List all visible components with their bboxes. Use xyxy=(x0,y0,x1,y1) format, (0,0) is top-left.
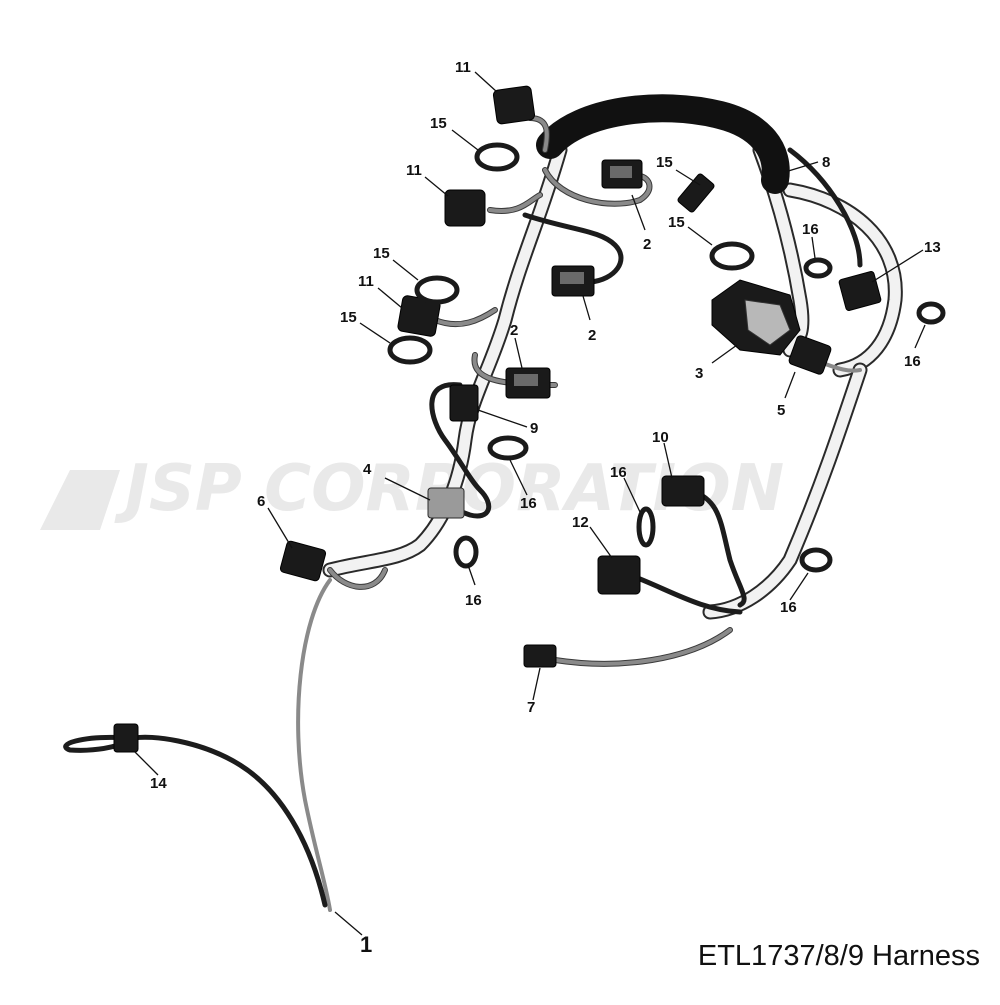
clip-16-e xyxy=(453,535,479,569)
connector-4 xyxy=(427,487,465,519)
callout-14: 14 xyxy=(150,775,167,792)
connector-7 xyxy=(523,644,557,668)
clip-16-a xyxy=(803,257,833,279)
branch-wires xyxy=(63,115,863,912)
callout-16-a: 16 xyxy=(802,221,819,238)
callout-15-a: 15 xyxy=(430,115,447,132)
clip-16-f xyxy=(799,547,833,573)
callout-5: 5 xyxy=(777,402,785,419)
watermark-logo-icon xyxy=(40,470,120,530)
callout-15-d: 15 xyxy=(656,154,673,171)
connector-11-mid xyxy=(444,189,486,227)
callout-16-d: 16 xyxy=(610,464,627,481)
callout-4: 4 xyxy=(363,461,372,478)
clip-16-b xyxy=(916,301,946,325)
clip-16-c xyxy=(487,435,529,461)
connector-6 xyxy=(279,540,327,582)
clip-15-a xyxy=(474,142,520,172)
clip-15-b xyxy=(414,275,460,305)
clips xyxy=(387,142,946,573)
callout-2-mid: 2 xyxy=(588,327,596,344)
callout-2-low: 2 xyxy=(510,322,518,339)
callout-15-e: 15 xyxy=(668,214,685,231)
callout-16-c: 16 xyxy=(520,495,537,512)
callout-11-mid: 11 xyxy=(406,162,422,179)
clip-15-d xyxy=(709,241,755,271)
connector-13 xyxy=(838,271,882,311)
callout-1: 1 xyxy=(360,932,372,957)
callout-6: 6 xyxy=(257,493,265,510)
callout-16-f: 16 xyxy=(780,599,797,616)
callout-15-c: 15 xyxy=(340,309,357,326)
connector-2-top-face xyxy=(610,166,632,178)
callout-13: 13 xyxy=(924,239,941,256)
connector-9 xyxy=(449,384,479,422)
clip-15-top-right xyxy=(677,173,715,213)
connector-2-mid-face xyxy=(560,272,584,284)
connector-2-low-face xyxy=(514,374,538,386)
callout-3: 3 xyxy=(695,365,703,382)
diagram-caption: ETL1737/8/9 Harness xyxy=(697,940,980,972)
callout-12: 12 xyxy=(572,514,589,531)
callout-9: 9 xyxy=(530,420,538,437)
callout-10: 10 xyxy=(652,429,669,446)
callout-16-b: 16 xyxy=(904,353,921,370)
callout-11-top: 11 xyxy=(455,59,471,76)
convoluted-tube xyxy=(536,94,790,194)
connector-12 xyxy=(597,555,641,595)
connector-11-top xyxy=(492,85,536,125)
callout-8: 8 xyxy=(822,154,830,171)
main-loom xyxy=(322,142,903,620)
callout-16-e: 16 xyxy=(465,592,482,609)
callout-7: 7 xyxy=(527,699,535,716)
connector-10 xyxy=(661,475,705,507)
connector-14 xyxy=(113,723,139,753)
connectors xyxy=(113,85,882,753)
clip-15-c xyxy=(387,335,433,365)
callouts: 11 15 11 15 11 15 2 2 2 15 15 8 16 13 16… xyxy=(150,59,941,957)
callout-15-b: 15 xyxy=(373,245,390,262)
callout-2-top: 2 xyxy=(643,236,651,253)
callout-11-low: 11 xyxy=(358,273,374,290)
leader-lines xyxy=(134,71,926,936)
clip-16-d xyxy=(636,506,656,548)
connector-5 xyxy=(788,335,832,375)
component-3-face xyxy=(744,299,791,346)
